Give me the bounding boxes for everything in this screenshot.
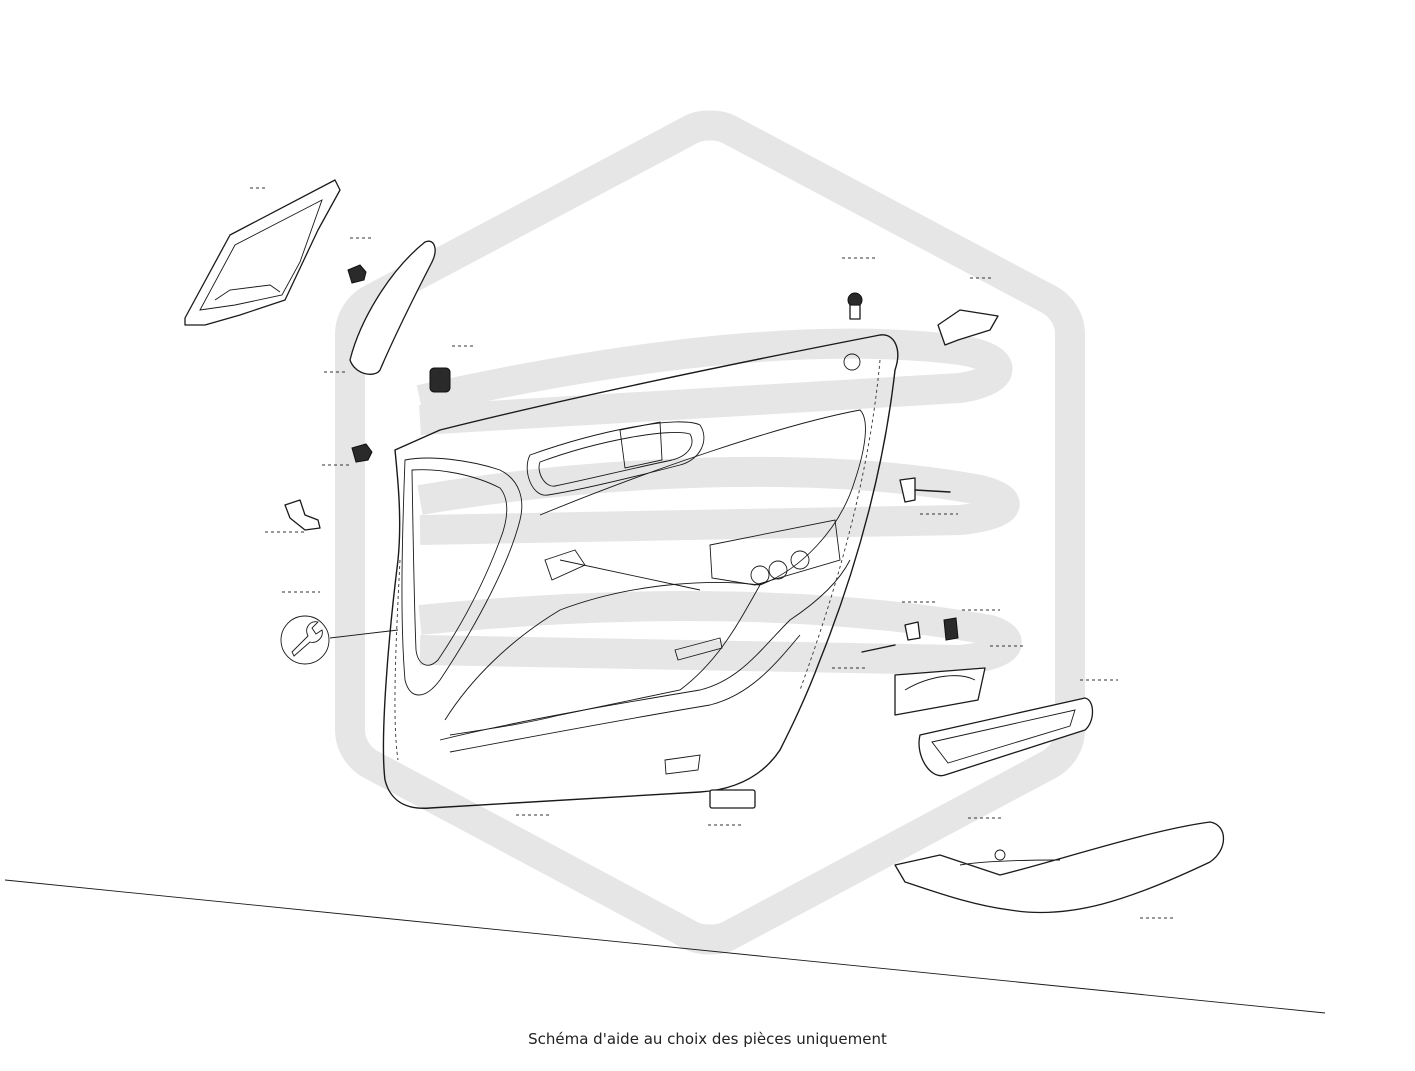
lower-trim-pad bbox=[709, 789, 756, 809]
screw bbox=[284, 499, 321, 531]
clip-upper-right bbox=[847, 292, 863, 320]
trim-strip bbox=[349, 240, 436, 375]
wrench-icon bbox=[280, 615, 399, 665]
switch-module bbox=[429, 367, 451, 393]
small-fasteners bbox=[861, 617, 959, 653]
pull-handle-upper-left bbox=[184, 179, 341, 326]
armrest bbox=[894, 821, 1224, 914]
hook-bracket bbox=[937, 309, 999, 346]
door-panel bbox=[382, 334, 899, 809]
ground-line bbox=[4, 879, 1326, 1014]
watermark-logo bbox=[335, 110, 1085, 955]
handle-cup bbox=[894, 667, 986, 716]
label-placeholders bbox=[250, 187, 1176, 919]
diagram-caption: Schéma d'aide au choix des pièces unique… bbox=[528, 1030, 887, 1048]
cable-pin bbox=[899, 477, 951, 503]
clip-1 bbox=[347, 264, 367, 284]
clip-2 bbox=[351, 443, 373, 463]
bezel-frame bbox=[918, 697, 1094, 777]
